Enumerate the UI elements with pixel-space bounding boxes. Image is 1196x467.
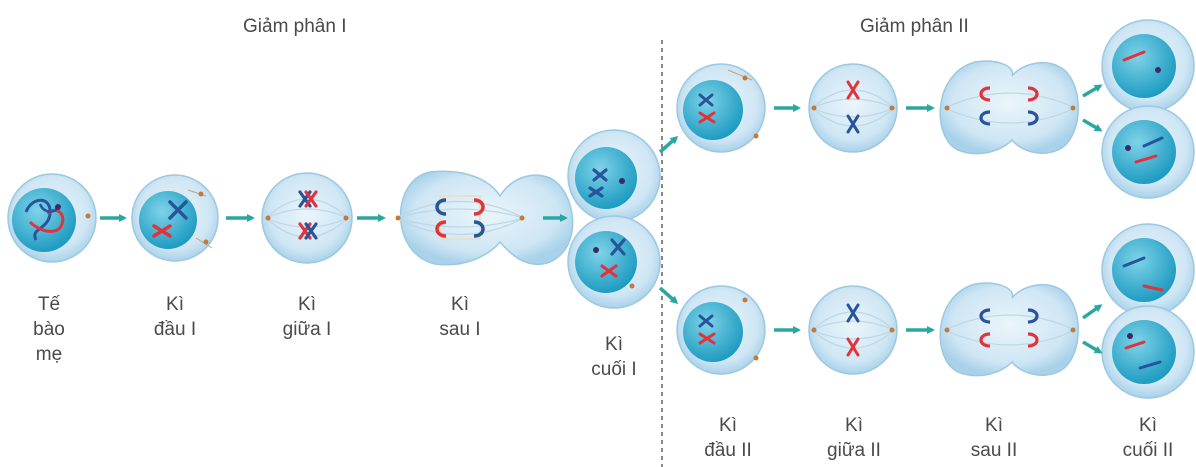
cell-metaphase-2-top xyxy=(808,63,898,153)
label-anaphase-2: Kì sau II xyxy=(970,415,1018,461)
label-telophase-2: Kì cuối II xyxy=(1122,415,1174,461)
cell-metaphase-2-bottom xyxy=(808,285,898,375)
label-mother-cell: Tế bào mẹ xyxy=(33,294,65,365)
arrow-anaphase2-bottom-down xyxy=(1082,340,1103,354)
arrow-telophase1-to-prophase2-top xyxy=(658,136,679,154)
arrow-anaphase2-bottom-up xyxy=(1081,304,1103,320)
cell-telophase-2-top xyxy=(1101,19,1195,199)
mother-cell xyxy=(7,173,97,263)
label-prophase-1: Kì đầu I xyxy=(153,294,197,340)
cell-anaphase-1 xyxy=(395,170,574,266)
cell-prophase-2-bottom xyxy=(676,285,766,375)
title-meiosis-2: Giảm phân II xyxy=(860,16,969,37)
cell-telophase-1 xyxy=(567,129,661,309)
arrow-anaphase2-top-up xyxy=(1082,84,1103,98)
label-telophase-1: Kì cuối I xyxy=(591,334,637,380)
arrow-anaphase2-top-down xyxy=(1082,118,1103,132)
label-metaphase-2: Kì giữa II xyxy=(827,415,881,461)
process-arrows xyxy=(100,84,1103,354)
label-anaphase-1: Kì sau I xyxy=(439,294,481,340)
cell-prophase-1 xyxy=(131,174,219,262)
label-metaphase-1: Kì giữa I xyxy=(282,294,332,340)
arrow-telophase1-to-prophase2-bottom xyxy=(658,286,679,304)
title-meiosis-1: Giảm phân I xyxy=(243,16,347,37)
cell-anaphase-2-bottom xyxy=(939,282,1079,377)
cell-telophase-2-bottom xyxy=(1101,223,1195,399)
label-prophase-2: Kì đầu II xyxy=(704,415,752,461)
cell-metaphase-1 xyxy=(261,172,353,264)
cell-anaphase-2-top xyxy=(939,60,1079,155)
cell-prophase-2-top xyxy=(676,63,766,153)
